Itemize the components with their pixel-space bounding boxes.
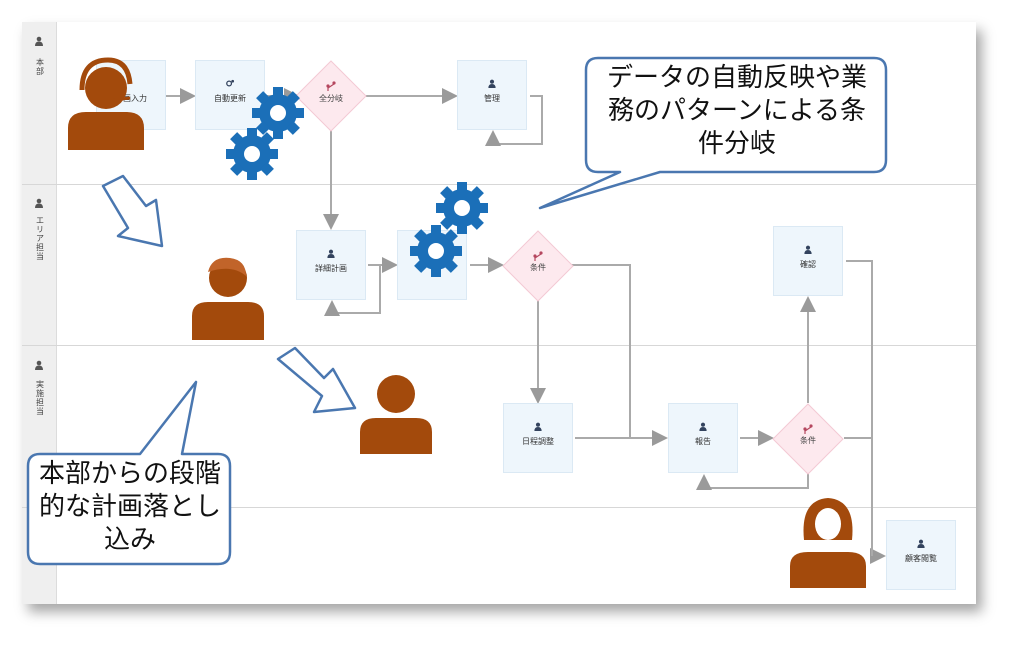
step-down-arrow-icon (101, 174, 164, 248)
task-label: 管理 (484, 94, 500, 103)
person-icon (699, 422, 707, 431)
gear-icon (252, 87, 304, 139)
lane-divider-1 (22, 184, 976, 185)
gateway-label-full-branch: 全分岐 (319, 94, 343, 103)
person-icon (488, 79, 496, 88)
gear-icon (226, 128, 278, 180)
task-label: 自動更新 (214, 94, 246, 103)
branch-icon (326, 81, 813, 434)
person-icon (35, 360, 43, 370)
lane-label-field: 実施担当 (36, 380, 44, 416)
operator-person-icon (68, 57, 144, 150)
person-icon (327, 249, 335, 258)
gateway-full-branch (295, 60, 367, 132)
lane-strip-hq (22, 22, 57, 184)
task-report[interactable]: 報告 (668, 403, 738, 473)
gateway-condition-2 (772, 403, 844, 475)
lane-label-hq: 本部 (36, 58, 44, 76)
lane-strip-area (22, 185, 57, 345)
task-label: 報告 (695, 437, 711, 446)
gear-icon (436, 182, 488, 234)
customer-person-icon (790, 498, 866, 588)
task-label: 確認 (800, 260, 816, 269)
callout-bubble-top (538, 56, 888, 210)
person-icon (35, 198, 43, 208)
field-person-icon (360, 375, 432, 454)
task-detail-plan[interactable]: 詳細計画 (296, 230, 366, 300)
lane-label-area: エリア担当 (36, 216, 44, 261)
area-person-icon (192, 257, 264, 340)
task-label: 日程調整 (522, 437, 554, 446)
task-manage[interactable]: 管理 (457, 60, 527, 130)
callout-bubble-bottom (26, 380, 232, 566)
gear-icon (410, 225, 462, 277)
task-schedule[interactable]: 日程調整 (503, 403, 573, 473)
person-icon (917, 539, 925, 548)
gears-icon (226, 79, 235, 87)
task-label: 計画入力 (115, 94, 147, 103)
step-down-arrow-icon (276, 346, 357, 414)
lane-divider-3 (22, 507, 976, 508)
lane-divider-2 (22, 345, 976, 346)
task-customer-view[interactable]: 顧客閲覧 (886, 520, 956, 590)
task-label: 顧客閲覧 (905, 554, 937, 563)
task-confirm[interactable]: 確認 (773, 226, 843, 296)
gateway-label-condition-2: 条件 (800, 436, 816, 445)
gateway-condition-1 (502, 230, 574, 302)
person-icon (804, 245, 812, 254)
person-icon (35, 36, 43, 46)
gateway-label-condition-1: 条件 (530, 263, 546, 272)
person-icon (534, 422, 542, 431)
callout-text-top: データの自動反映や業務のパターンによる条件分岐 (606, 63, 867, 159)
callout-text-bottom: 本部からの段階的な計画落とし込み (38, 459, 221, 555)
task-label: 詳細計画 (315, 264, 347, 273)
